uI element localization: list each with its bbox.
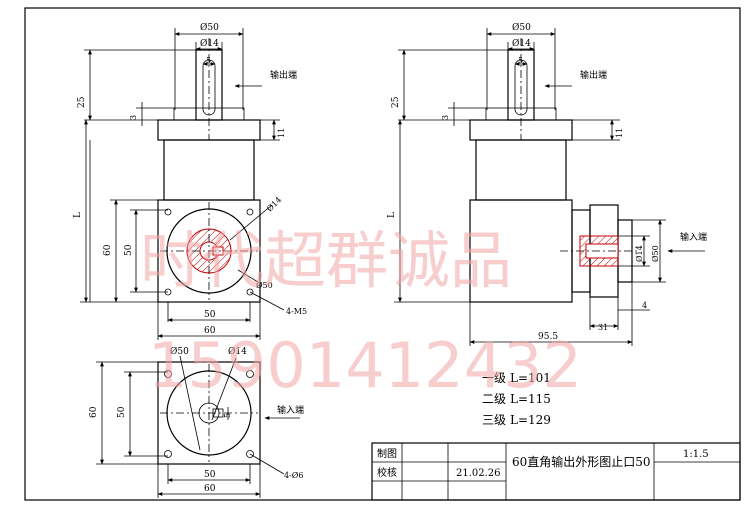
dim-d14-a: Ø14 — [200, 38, 219, 49]
dim-h3-c: 3 — [441, 115, 450, 120]
dim-l95: 95.5 — [538, 332, 558, 342]
dim-s60-a: 60 — [103, 244, 113, 256]
dim-s50-c: 50 — [117, 406, 127, 418]
view-bottom: Ø50 Ø14 5 输入端 60 50 4-Ø6 50 60 — [89, 346, 304, 498]
view-side-right: Ø50 Ø14 5 输出端 25 3 L 11 Ø14 Ø50 输入端 — [387, 22, 707, 346]
level-3-name: 三级 — [482, 413, 506, 427]
label-input-end-c: 输入端 — [680, 231, 707, 243]
dim-h25-a: 25 — [77, 96, 87, 108]
label-output-end-a: 输出端 — [270, 69, 297, 81]
dim-d50-b: Ø50 — [170, 346, 189, 357]
dim-d50-c2: Ø50 — [651, 245, 660, 262]
tb-title: 60直角输出外形图止口50 — [512, 454, 651, 469]
tb-scale: 1:1.5 — [683, 449, 709, 460]
dim-d14-c2: Ø14 — [635, 245, 644, 262]
dim-holes-d6: 4-Ø6 — [284, 471, 303, 480]
watermark-phone: 15901412432 — [148, 329, 582, 402]
dim-d50-a: Ø50 — [200, 22, 219, 33]
dim-l31: 31 — [598, 323, 608, 332]
view-front-left: Ø50 Ø14 5 输出端 25 3 L 60 50 11 — [73, 22, 307, 340]
dim-s60-d: 60 — [204, 484, 216, 494]
label-input-end-b: 输入端 — [277, 404, 304, 416]
dim-s50-a: 50 — [124, 244, 134, 256]
dim-holes-m5: 4-M5 — [286, 307, 307, 316]
dim-s50-b: 50 — [204, 310, 216, 320]
dim-d14-b: Ø14 — [228, 346, 247, 357]
dim-L-c: L — [387, 212, 397, 218]
tb-date: 21.02.26 — [456, 468, 501, 479]
dim-d14-c: Ø14 — [512, 38, 531, 49]
dim-L-a: L — [73, 212, 83, 218]
dim-s50-d: 50 — [204, 470, 216, 480]
level-list: 一级 L=101 二级 L=115 三级 L=129 — [482, 371, 551, 427]
dim-d50-leader: Ø50 — [256, 281, 273, 290]
dim-w5-b: 5 — [223, 413, 232, 418]
dim-h3-a: 3 — [129, 115, 138, 120]
label-output-end-c: 输出端 — [580, 69, 607, 81]
dim-w5-a: 5 — [206, 56, 211, 65]
level-3-value: L=129 — [510, 413, 551, 427]
dim-s60-b: 60 — [204, 326, 216, 336]
dim-h11-a: 11 — [277, 128, 286, 138]
dim-s60-c: 60 — [89, 406, 99, 418]
level-2-value: L=115 — [510, 392, 551, 406]
title-block: 制图 校核 21.02.26 60直角输出外形图止口50 1:1.5 — [371, 442, 741, 501]
dim-l4: 4 — [642, 301, 647, 310]
watermark: 时代超群诚品 15901412432 — [140, 224, 582, 402]
dim-h11-c: 11 — [615, 128, 624, 138]
level-2-name: 二级 — [482, 392, 506, 406]
dim-d14-leader: Ø14 — [265, 195, 283, 213]
level-1-value: L=101 — [510, 371, 551, 385]
watermark-company: 时代超群诚品 — [140, 224, 512, 297]
dim-w5-c: 5 — [518, 56, 523, 65]
dim-h25-c: 25 — [391, 96, 401, 108]
tb-drawn-label: 制图 — [377, 447, 397, 460]
tb-checked-label: 校核 — [377, 466, 397, 479]
dim-d50-c: Ø50 — [512, 22, 531, 33]
level-1-name: 一级 — [482, 371, 506, 385]
